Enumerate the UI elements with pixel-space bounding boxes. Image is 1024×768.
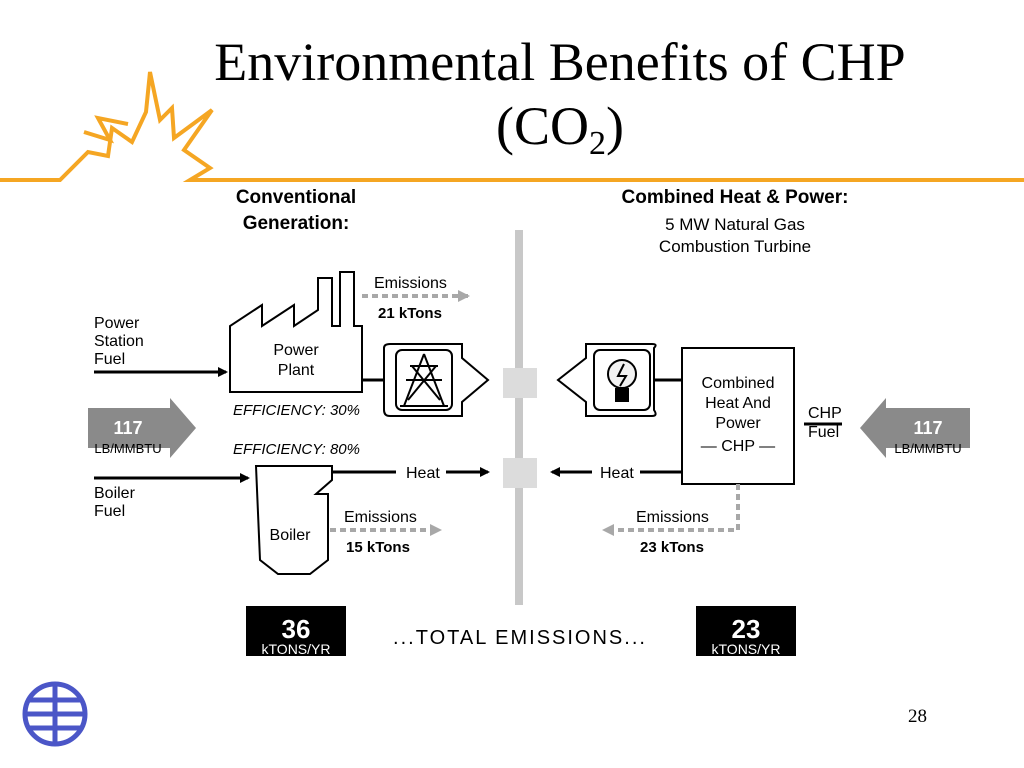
boiler-icon	[254, 465, 333, 575]
title-formula-subscript: 2	[589, 125, 606, 162]
power-plant-label-line1: Power	[273, 342, 319, 359]
conventional-input-unit: LB/MMBTU	[94, 441, 161, 456]
boiler-emissions-label: Emissions	[344, 509, 417, 526]
chp-input-arrow	[860, 398, 970, 458]
starburst-icon	[0, 71, 1024, 182]
total-emissions-label: ...TOTAL EMISSIONS...	[393, 627, 647, 649]
boiler-heat-label: Heat	[406, 465, 440, 482]
chp-fuel-line1: CHP	[808, 405, 842, 422]
page-title: Environmental Benefits of CHP (CO2)	[150, 30, 970, 176]
transmission-tower-icon	[395, 349, 453, 411]
title-formula-close: )	[606, 96, 624, 156]
chp-heat-label: Heat	[600, 465, 634, 482]
power-plant-icon	[229, 271, 363, 393]
conventional-total-box	[246, 606, 346, 656]
chp-total-unit: kTONS/YR	[712, 641, 781, 657]
chp-box	[681, 347, 795, 485]
chp-input-unit: LB/MMBTU	[894, 441, 961, 456]
page-number: 28	[908, 706, 927, 727]
center-power-block	[503, 368, 537, 398]
boiler-fuel-line2: Fuel	[94, 503, 125, 520]
center-heat-block	[503, 458, 537, 488]
chp-header: Combined Heat & Power:	[622, 187, 849, 208]
plant-emissions-label: Emissions	[374, 275, 447, 292]
conventional-header-line2: Generation:	[243, 213, 350, 234]
boiler-emissions-value: 15 kTons	[346, 539, 410, 556]
light-bulb-icon	[593, 349, 651, 411]
organization-logo-icon	[22, 681, 88, 747]
chp-box-line1: Combined	[702, 375, 775, 392]
title-main: Environmental Benefits of CHP	[214, 32, 906, 92]
chp-box-line2: Heat And	[705, 395, 771, 412]
chp-total-value: 23	[732, 614, 761, 644]
chp-emissions-label: Emissions	[636, 509, 709, 526]
title-formula-open: (CO	[496, 96, 589, 156]
chp-box-line4: — CHP —	[701, 438, 775, 455]
chp-total-box	[696, 606, 796, 656]
chp-box-line3: Power	[715, 415, 761, 432]
power-station-fuel-line1: Power	[94, 315, 140, 332]
boiler-label: Boiler	[270, 527, 312, 544]
center-divider	[515, 230, 523, 605]
power-station-fuel-line2: Station	[94, 333, 144, 350]
boiler-fuel-line1: Boiler	[94, 485, 136, 502]
title-formula: (CO2)	[150, 94, 970, 176]
chp-emissions-value: 23 kTons	[640, 539, 704, 556]
chp-input-value: 117	[913, 418, 942, 438]
power-station-fuel-line3: Fuel	[94, 351, 125, 368]
conventional-header-line1: Conventional	[236, 187, 356, 208]
conventional-input-value: 117	[113, 418, 142, 438]
chp-subheader-line1: 5 MW Natural Gas	[665, 215, 805, 234]
chp-fuel-line2: Fuel	[808, 424, 839, 441]
conventional-total-value: 36	[282, 614, 311, 644]
conventional-input-arrow	[88, 398, 196, 458]
plant-emissions-value: 21 kTons	[378, 305, 442, 322]
efficiency-power: EFFICIENCY: 30%	[233, 402, 360, 419]
power-plant-label-line2: Plant	[278, 362, 315, 379]
chp-emissions-arrow	[602, 484, 740, 536]
conventional-total-unit: kTONS/YR	[262, 641, 331, 657]
chp-subheader-line2: Combustion Turbine	[659, 237, 811, 256]
efficiency-boiler: EFFICIENCY: 80%	[233, 441, 360, 458]
